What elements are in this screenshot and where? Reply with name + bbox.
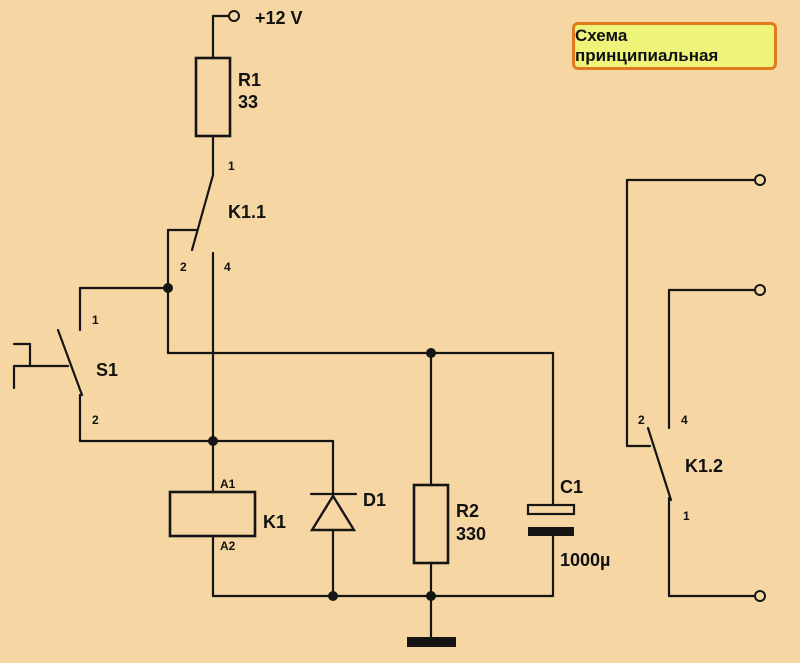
- supply-label: +12 V: [255, 8, 303, 28]
- relay-coil-k1: [168, 439, 257, 598]
- k1-2-pin4: 4: [681, 413, 688, 427]
- k1-2-pin1: 1: [683, 509, 690, 523]
- junction-node: [163, 283, 173, 293]
- c1-ref: C1: [560, 477, 583, 497]
- r1-value: 33: [238, 92, 258, 112]
- k1-1-pin1: 1: [228, 159, 235, 173]
- resistor-r2: [412, 351, 450, 598]
- k1-2-pin2: 2: [638, 413, 645, 427]
- k1-1-pin2: 2: [180, 260, 187, 274]
- k1-1-ref: K1.1: [228, 202, 266, 222]
- diagram-title-badge: Схема принципиальная: [572, 22, 777, 70]
- pushbutton-s1: [12, 286, 84, 443]
- r1-ref: R1: [238, 70, 261, 90]
- c1-value: 1000µ: [560, 550, 610, 570]
- junction-node: [426, 348, 436, 358]
- supply-terminal: [211, 10, 240, 22]
- s1-pin2: 2: [92, 413, 99, 427]
- relay-contact-k1-1: [166, 173, 215, 443]
- capacitor-c1: [526, 351, 576, 598]
- r2-ref: R2: [456, 501, 479, 521]
- k1-pin-a2: A2: [220, 539, 236, 553]
- r2-value: 330: [456, 524, 486, 544]
- s1-ref: S1: [96, 360, 118, 380]
- ground-symbol: [211, 594, 555, 647]
- k1-pin-a1: A1: [220, 477, 236, 491]
- d1-ref: D1: [363, 490, 386, 510]
- resistor-r1: [194, 14, 232, 177]
- junction-node: [328, 591, 338, 601]
- diode-d1: [309, 439, 358, 598]
- s1-pin1: 1: [92, 313, 99, 327]
- k1-ref: K1: [263, 512, 286, 532]
- junction-node: [426, 591, 436, 601]
- k1-2-ref: K1.2: [685, 456, 723, 476]
- relay-contact-k1-2: [625, 174, 766, 602]
- k1-1-pin4: 4: [224, 260, 231, 274]
